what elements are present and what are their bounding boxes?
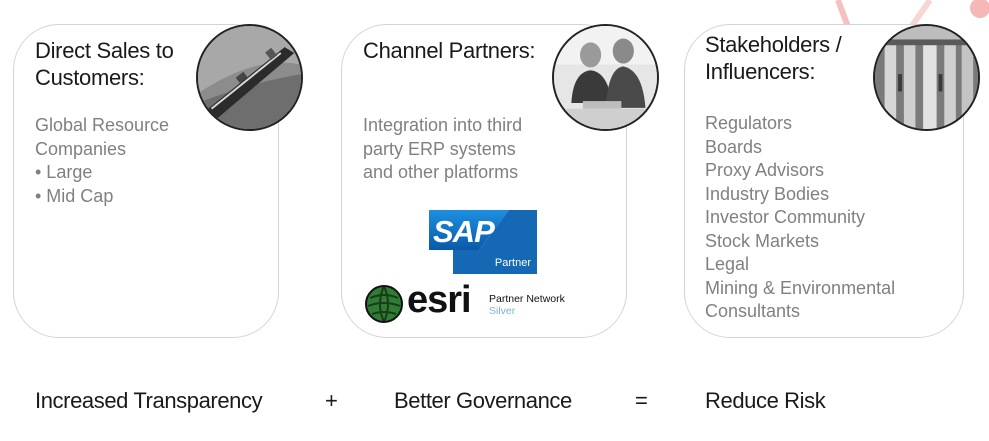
esri-partner-network-label: Partner Network — [489, 293, 565, 305]
reduce-risk-label: Reduce Risk — [705, 388, 826, 413]
list-item: Companies — [35, 138, 127, 159]
list-item: Industry Bodies — [705, 183, 830, 204]
stakeholders-title-line1: Stakeholders / — [705, 32, 842, 57]
stakeholders-list: Regulators Boards Proxy Advisors Industr… — [705, 112, 895, 324]
ship-photo — [196, 24, 303, 131]
sap-partner-logo: SAP Partner — [429, 210, 537, 274]
direct-sales-title: Direct Sales to Customers: — [35, 37, 174, 91]
increased-transparency-label: Increased Transparency — [35, 388, 263, 413]
list-item: Legal — [705, 254, 750, 274]
direct-sales-list: Global Resource Companies • Large • Mid … — [35, 114, 169, 208]
esri-wordmark: esri — [407, 279, 472, 321]
better-governance-label: Better Governance — [394, 388, 572, 413]
list-item: Integration into third — [363, 115, 523, 135]
channel-partners-title-line1: Channel Partners: — [363, 38, 536, 63]
list-item: Boards — [705, 136, 763, 157]
stakeholders-title: Stakeholders / Influencers: — [705, 31, 842, 85]
direct-sales-title-line1: Direct Sales to — [35, 38, 174, 63]
list-item: Stock Markets — [705, 230, 820, 251]
list-item: Consultants — [705, 301, 801, 321]
list-item: party ERP systems — [363, 138, 516, 159]
plus-operator: + — [325, 388, 338, 413]
list-item: Mining & Environmental — [705, 277, 896, 298]
equals-operator: = — [635, 388, 648, 413]
list-item: Global Resource — [35, 115, 170, 135]
channel-partners-list: Integration into third party ERP systems… — [363, 114, 522, 185]
esri-tier-label: Silver — [489, 305, 516, 317]
list-item: Regulators — [705, 113, 793, 133]
channel-partners-title: Channel Partners: — [363, 37, 536, 64]
list-item: Investor Community — [705, 207, 866, 227]
esri-partner-logo: esri Partner Network Silver — [364, 279, 590, 324]
direct-sales-title-line2: Customers: — [35, 65, 145, 90]
list-item: and other platforms — [363, 162, 519, 182]
sap-wordmark: SAP — [433, 214, 495, 249]
classical-building-photo — [873, 24, 980, 131]
business-meeting-photo — [552, 24, 659, 131]
sap-partner-label: Partner — [494, 257, 531, 269]
list-item: • Mid Cap — [35, 185, 114, 206]
list-item: Proxy Advisors — [705, 160, 825, 180]
list-item: • Large — [35, 162, 93, 182]
stakeholders-title-line2: Influencers: — [705, 59, 816, 84]
globe-icon — [365, 285, 403, 323]
